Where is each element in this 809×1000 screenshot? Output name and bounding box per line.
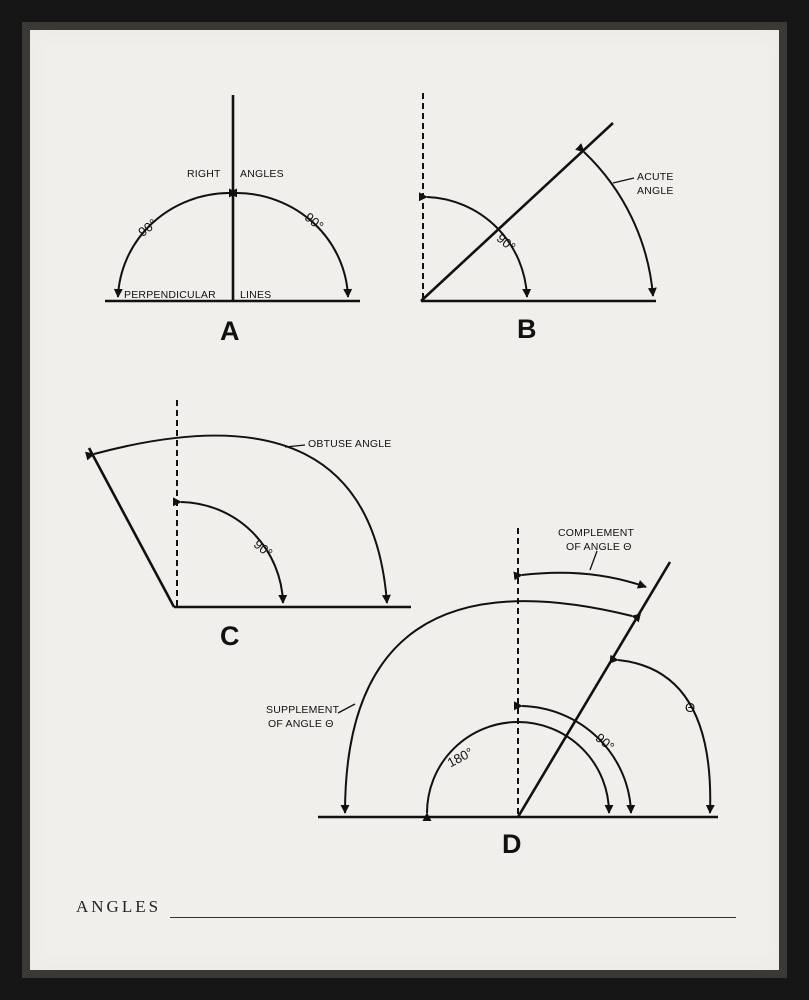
d-complement-leader	[589, 550, 598, 571]
b-acute-label-2: ANGLE	[637, 185, 674, 197]
c-letter: C	[220, 621, 240, 651]
figure-a: RIGHT ANGLES PERPENDICULAR LINES 90° 90°…	[105, 95, 360, 346]
a-perpendicular-label: PERPENDICULAR	[124, 289, 216, 301]
a-left-arc	[113, 188, 238, 298]
figure-c: OBTUSE ANGLE 90° C	[85, 400, 411, 651]
d-theta-line	[516, 561, 672, 818]
d-complement-label-1: COMPLEMENT	[558, 527, 634, 539]
c-obtuse-arc	[85, 434, 391, 604]
page-title: ANGLES	[76, 897, 162, 916]
d-complement-arc	[513, 571, 647, 589]
d-supplement-leader	[337, 703, 356, 714]
a-right-degree: 90°	[302, 209, 327, 233]
figure-d: COMPLEMENT OF ANGLE Θ SUPPLEMENT OF ANGL…	[266, 527, 718, 859]
b-acute-arc	[575, 143, 657, 297]
d-theta-arc	[609, 654, 715, 814]
b-90-arc	[418, 192, 532, 298]
d-supplement-label-2: OF ANGLE Θ	[268, 718, 334, 730]
c-obtuse-leader	[284, 444, 306, 448]
b-letter: B	[517, 314, 537, 344]
d-theta-label: Θ	[685, 700, 695, 715]
d-supplement-arc	[340, 600, 641, 814]
b-acute-leader	[612, 177, 635, 184]
a-right-arc	[228, 188, 353, 298]
d-complement-label-2: OF ANGLE Θ	[566, 541, 632, 553]
c-obtuse-line	[87, 447, 176, 608]
d-degree-90: 90°	[593, 730, 618, 754]
b-acute-label-1: ACUTE	[637, 171, 674, 183]
d-90-arc	[513, 701, 636, 814]
a-angles-label: ANGLES	[240, 168, 284, 180]
a-lines-label: LINES	[240, 289, 271, 301]
a-right-label: RIGHT	[187, 168, 221, 180]
title-rule	[170, 917, 736, 918]
d-supplement-label-1: SUPPLEMENT	[266, 704, 340, 716]
c-obtuse-label: OBTUSE ANGLE	[308, 438, 392, 450]
figure-b: ACUTE ANGLE 90° B	[418, 93, 674, 344]
a-letter: A	[220, 316, 240, 346]
d-degree-180: 180°	[445, 744, 476, 770]
d-180-arc	[422, 721, 614, 822]
d-letter: D	[502, 829, 522, 859]
b-diagonal-line	[420, 122, 614, 302]
